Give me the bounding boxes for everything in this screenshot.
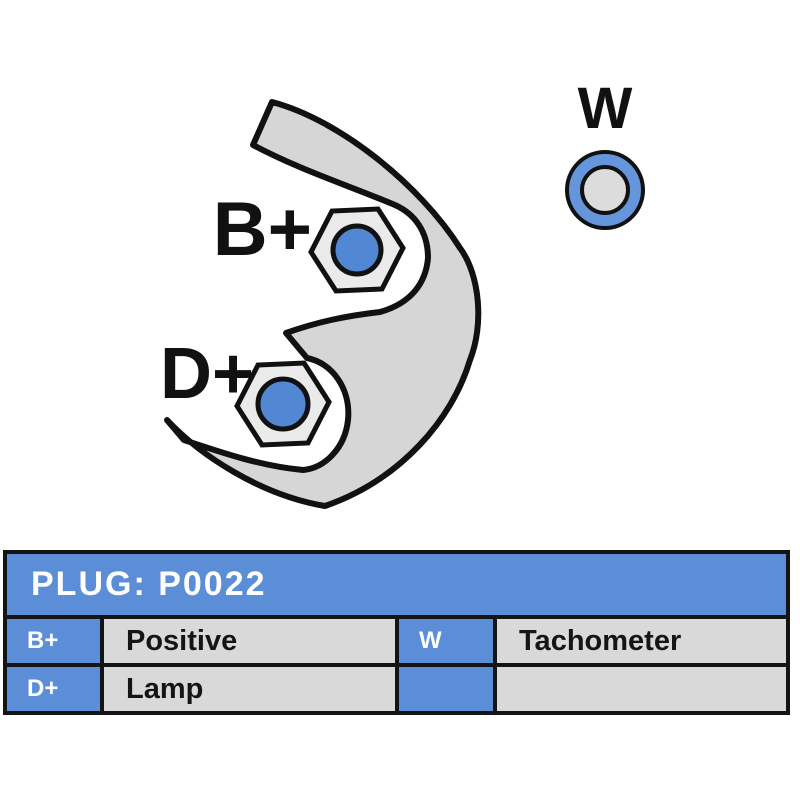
- table-header-plug-code: PLUG: P0022: [7, 554, 786, 615]
- b-plus-terminal: [330, 223, 384, 277]
- pinout-table: PLUG: P0022 B+ Positive W Tachometer D+ …: [3, 550, 790, 715]
- pin-cell-w: W: [399, 619, 493, 663]
- w-label: W: [578, 76, 633, 141]
- pin-cell-b-plus: B+: [7, 619, 100, 663]
- desc-cell-empty: [497, 667, 786, 711]
- d-plus-label: D+: [160, 334, 254, 414]
- desc-cell-positive: Positive: [104, 619, 395, 663]
- b-plus-label: B+: [213, 187, 312, 272]
- d-plus-terminal: [255, 376, 311, 432]
- pin-cell-empty: [399, 667, 493, 711]
- desc-cell-tachometer: Tachometer: [497, 619, 786, 663]
- pin-cell-d-plus: D+: [7, 667, 100, 711]
- bracket-body-shape: [164, 99, 482, 509]
- desc-cell-lamp: Lamp: [104, 667, 395, 711]
- w-terminal-center: [580, 165, 630, 215]
- plug-diagram: B+ D+ W: [160, 76, 645, 509]
